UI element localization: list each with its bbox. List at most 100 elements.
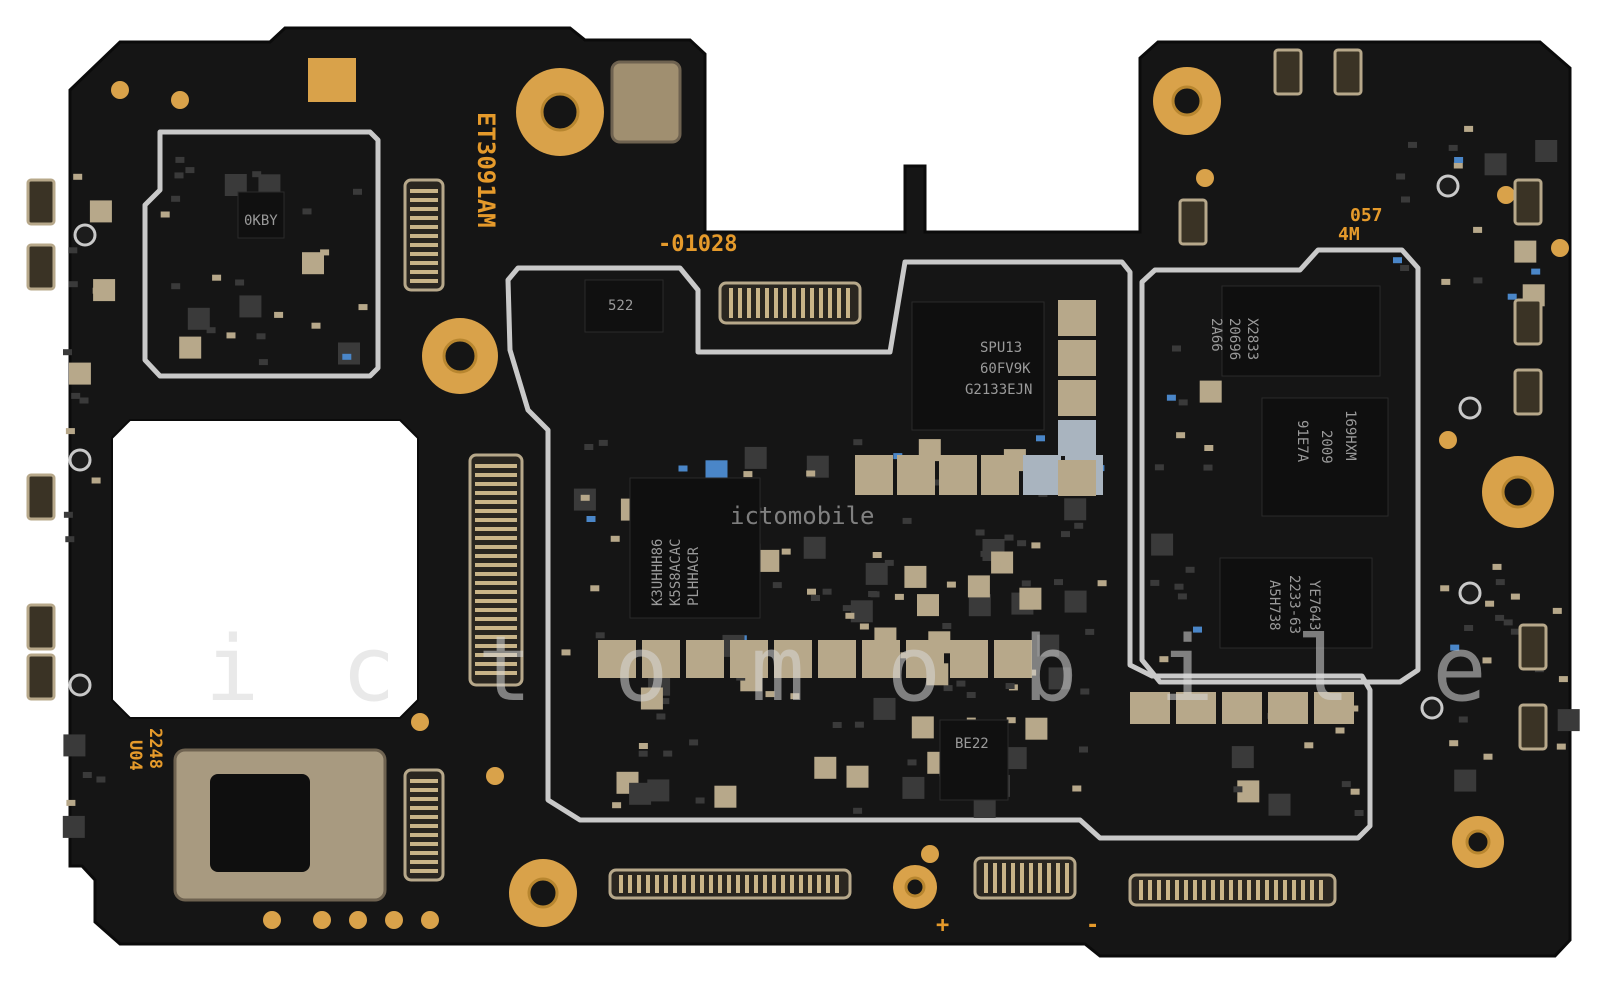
power-capacitor xyxy=(774,640,812,678)
connector-pin xyxy=(475,671,517,675)
spring-contact xyxy=(1333,48,1363,96)
rf-coax-connector-icon xyxy=(68,448,92,472)
mem-a-mark-1: X2833 xyxy=(1244,318,1260,360)
smd-passive xyxy=(678,465,688,472)
smd-passive xyxy=(991,561,1001,568)
pmic-mark-1: SPU13 xyxy=(980,340,1022,356)
board-code-label: ET3091AM xyxy=(472,112,500,228)
smd-passive xyxy=(252,171,262,178)
rf-coax-connector-icon xyxy=(73,223,97,247)
smd-passive xyxy=(63,511,73,518)
connector-pin xyxy=(410,842,438,846)
smd-passive xyxy=(1048,667,1071,690)
rf-coax-connector-icon xyxy=(1436,174,1460,198)
connector-pin xyxy=(475,653,517,657)
smd-passive xyxy=(1454,157,1464,163)
smd-passive xyxy=(744,446,767,469)
smd-passive xyxy=(256,333,266,340)
smd-passive xyxy=(884,559,894,566)
mounting-hole-center xyxy=(540,92,580,132)
smd-passive xyxy=(342,353,352,360)
connector-pin xyxy=(763,875,767,893)
smd-passive xyxy=(842,605,852,612)
smd-passive xyxy=(1203,464,1213,471)
smd-passive xyxy=(1174,583,1184,590)
smd-passive xyxy=(1177,593,1187,600)
connector-pin xyxy=(790,875,794,893)
power-capacitor xyxy=(1058,460,1096,496)
smd-passive xyxy=(1484,153,1507,176)
smd-passive xyxy=(1354,810,1364,816)
smd-passive xyxy=(1440,585,1450,592)
smd-passive xyxy=(853,439,863,446)
power-capacitor xyxy=(1268,692,1308,724)
connector-pin xyxy=(1274,880,1278,900)
mem-b-mark-3: 91E7A xyxy=(1294,420,1310,463)
connector-pin xyxy=(1056,863,1060,893)
smd-passive xyxy=(832,722,842,728)
connector-pin xyxy=(1157,880,1161,900)
smd-passive xyxy=(1535,140,1558,162)
smd-passive xyxy=(274,311,284,318)
connector-pin xyxy=(475,599,517,603)
connector-pin xyxy=(410,779,438,783)
smd-passive xyxy=(1204,445,1214,451)
spring-contact xyxy=(26,603,56,651)
connector-pin xyxy=(410,824,438,828)
test-pad xyxy=(171,91,189,109)
plus-polarity-mark: + xyxy=(936,913,949,938)
smd-passive xyxy=(1450,644,1460,651)
connector-pin xyxy=(682,875,686,893)
connector-pin xyxy=(718,875,722,893)
connector-pin xyxy=(628,875,632,893)
connector-pin xyxy=(410,869,438,873)
connector-pin xyxy=(700,875,704,893)
smd-passive xyxy=(584,444,594,450)
shield-frame-right xyxy=(1139,247,1421,685)
connector-pin xyxy=(819,288,823,318)
smd-passive xyxy=(63,349,72,356)
spring-contact xyxy=(26,178,56,226)
connector-pin xyxy=(810,288,814,318)
small-ic-mark-1: 522 xyxy=(608,298,633,314)
smd-passive xyxy=(806,470,816,477)
smd-passive xyxy=(772,582,782,589)
smd-passive xyxy=(175,156,185,163)
connector-pin xyxy=(747,288,751,318)
connector-pin xyxy=(1256,880,1260,900)
spring-contact xyxy=(1513,368,1543,416)
smd-passive xyxy=(930,479,940,486)
spring-contact xyxy=(1513,298,1543,346)
mem-c-mark-2: 2233-63 xyxy=(1286,575,1302,634)
spring-contact xyxy=(26,473,56,521)
connector-pin xyxy=(410,252,438,256)
smd-passive xyxy=(1335,727,1345,734)
smd-passive xyxy=(1176,432,1186,439)
smd-passive xyxy=(638,743,648,749)
connector-pin xyxy=(774,288,778,318)
smd-passive xyxy=(320,249,330,256)
mounting-hole-center xyxy=(1465,829,1491,855)
smd-passive xyxy=(640,687,663,710)
smd-passive xyxy=(1006,717,1016,724)
smd-passive xyxy=(781,548,791,555)
board-to-board-connector-icon xyxy=(718,281,862,325)
test-pad xyxy=(1196,169,1214,187)
rf-coax-connector-icon xyxy=(1420,696,1444,720)
smd-passive xyxy=(660,698,670,705)
connector-pin xyxy=(1038,863,1042,893)
smd-passive xyxy=(1151,533,1174,556)
smd-passive xyxy=(1080,688,1090,695)
connector-pin xyxy=(1238,880,1242,900)
test-pad xyxy=(263,911,281,929)
smd-passive xyxy=(1166,394,1176,401)
smd-passive xyxy=(1441,278,1451,285)
connector-pin xyxy=(756,288,760,318)
connector-pin xyxy=(475,491,517,495)
memory-chip-c xyxy=(1219,557,1373,649)
power-capacitor xyxy=(897,455,935,495)
shield-frame-top-left xyxy=(142,129,381,379)
connector-pin xyxy=(765,288,769,318)
smd-passive xyxy=(663,750,673,757)
smd-passive xyxy=(358,304,368,311)
